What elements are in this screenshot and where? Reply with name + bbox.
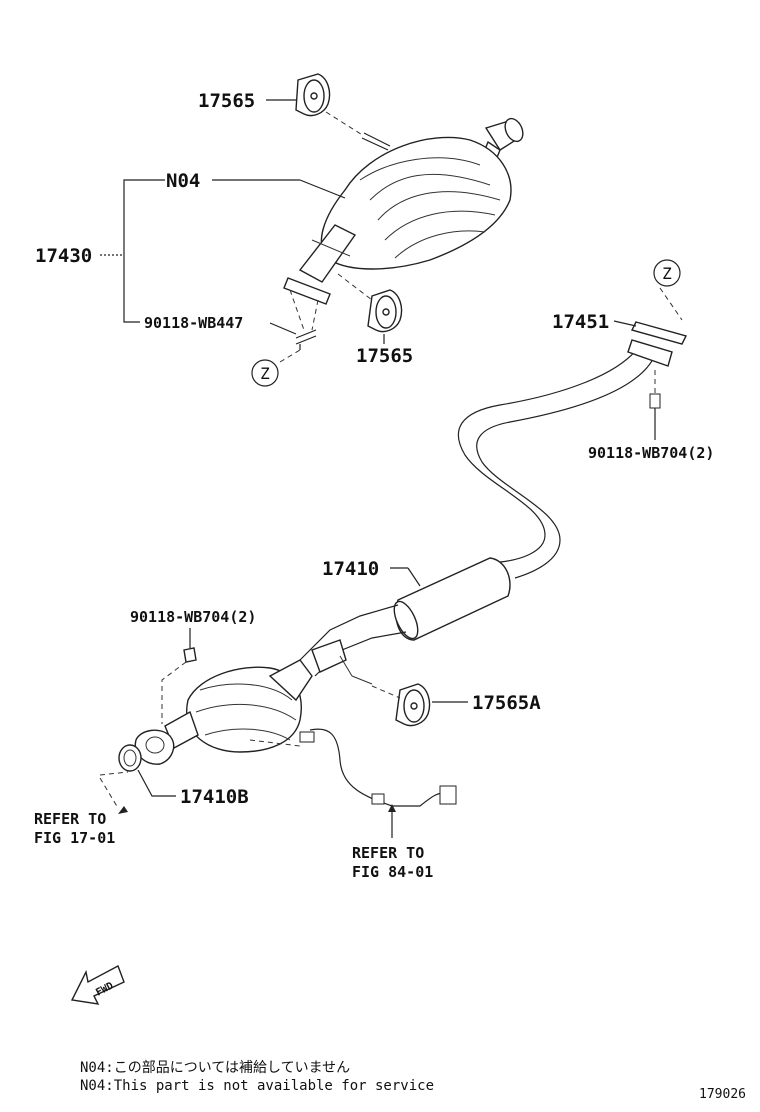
z-marker-right: Z: [653, 259, 683, 321]
exhaust-pipe-17410[interactable]: [299, 339, 673, 685]
refer-arrow-right: [388, 804, 396, 838]
label-17565a: 17565A: [472, 692, 541, 714]
rubber-mount-17565-bottom[interactable]: [337, 273, 403, 333]
muffler-assembly-17430[interactable]: [283, 116, 526, 305]
refer-right-line1: REFER TO: [352, 844, 424, 862]
rubber-mount-17565a[interactable]: [371, 683, 468, 727]
figure-number: 179026: [699, 1087, 746, 1102]
label-90118-wb447: 90118-WB447: [144, 314, 243, 332]
fwd-arrow-icon: FWD: [70, 965, 125, 1005]
z-right-label: Z: [662, 264, 672, 283]
bolt-90118-wb447[interactable]: [289, 289, 319, 350]
z-marker-left: Z: [251, 359, 279, 387]
gasket-17451[interactable]: [613, 320, 688, 345]
note-japanese: N04:この部品については補給していません: [80, 1060, 350, 1076]
label-17565-bottom: 17565: [356, 345, 413, 367]
gasket-17410b[interactable]: [99, 744, 176, 797]
refer-left-line1: REFER TO: [34, 810, 106, 828]
label-90118-wb704-right: 90118-WB704(2): [588, 444, 714, 462]
label-17410: 17410: [322, 558, 379, 580]
label-17430: 17430: [35, 245, 92, 267]
label-17410b: 17410B: [180, 786, 249, 808]
label-90118-wb704-left: 90118-WB704(2): [130, 608, 256, 626]
refer-left-line2: FIG 17-01: [34, 829, 115, 847]
nut-90118-wb704-left[interactable]: [161, 628, 197, 724]
refer-arrow-left: [99, 777, 128, 814]
z-left-label: Z: [260, 364, 270, 383]
catalytic-converter[interactable]: [134, 659, 457, 807]
bolt-90118-wb704-right[interactable]: [649, 370, 661, 440]
label-n04: N04: [166, 170, 200, 192]
refer-right-line2: FIG 84-01: [352, 863, 433, 881]
label-17451: 17451: [552, 311, 609, 333]
note-english: N04:This part is not available for servi…: [80, 1078, 434, 1094]
leader-17410-b: [407, 567, 421, 587]
leader-lines-upper: [100, 99, 385, 363]
rubber-mount-17565-top[interactable]: [295, 73, 365, 137]
label-17565-top: 17565: [198, 90, 255, 112]
